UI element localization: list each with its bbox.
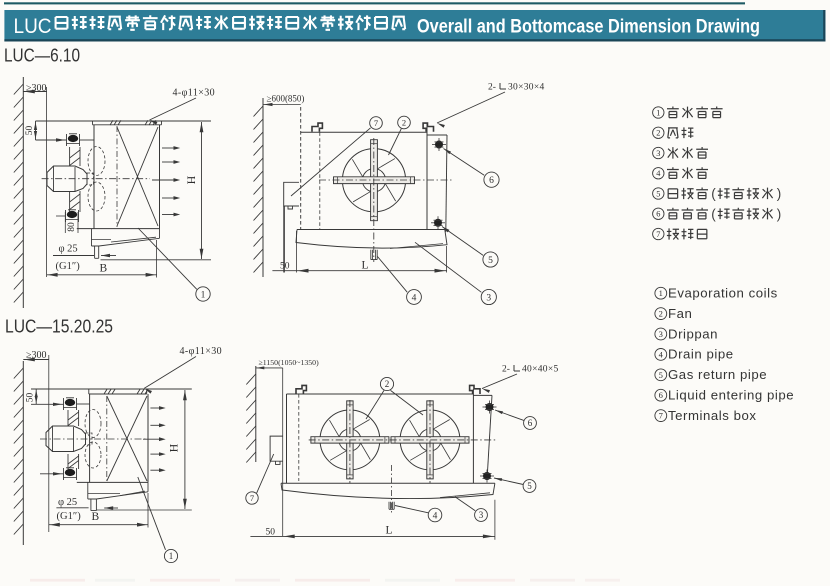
svg-text:3: 3 <box>479 510 484 520</box>
svg-text:4: 4 <box>659 349 664 359</box>
svg-text:7: 7 <box>374 118 378 128</box>
svg-text:5: 5 <box>488 256 493 266</box>
svg-text:3: 3 <box>659 329 663 339</box>
svg-text:7: 7 <box>659 411 663 421</box>
svg-text:40×40×5: 40×40×5 <box>522 365 559 375</box>
svg-text:≥300: ≥300 <box>26 350 47 361</box>
svg-text:≥1150(1050~1350): ≥1150(1050~1350) <box>259 358 320 367</box>
svg-text:Fan: Fan <box>668 306 692 321</box>
svg-text:4-φ11×30: 4-φ11×30 <box>173 88 216 99</box>
svg-text:Terminals box: Terminals box <box>668 408 757 423</box>
svg-text:6: 6 <box>659 390 663 400</box>
svg-text:H: H <box>166 443 180 452</box>
svg-text:2-: 2- <box>488 83 496 93</box>
svg-text:2: 2 <box>659 309 663 319</box>
svg-text:): ) <box>777 186 782 201</box>
svg-text:2: 2 <box>385 379 390 389</box>
svg-text:5: 5 <box>659 370 663 380</box>
svg-text:30×30×4: 30×30×4 <box>508 83 545 93</box>
svg-text:L: L <box>386 525 393 537</box>
svg-text:(: ( <box>711 206 716 221</box>
svg-text:50: 50 <box>266 528 276 538</box>
svg-text:5: 5 <box>527 481 532 491</box>
svg-text:Drippan: Drippan <box>668 326 718 341</box>
svg-text:50: 50 <box>280 261 290 271</box>
svg-text:6: 6 <box>528 418 533 428</box>
svg-text:H: H <box>184 175 198 184</box>
svg-text:LUC: LUC <box>14 14 52 38</box>
svg-text:4: 4 <box>412 293 417 303</box>
svg-text:(G1″): (G1″) <box>57 511 82 522</box>
svg-text:6: 6 <box>489 176 494 186</box>
svg-text:Overall and Bottomcase Dimensi: Overall and Bottomcase Dimension Drawing <box>417 16 760 37</box>
svg-text:φ 25: φ 25 <box>59 244 78 255</box>
svg-text:Evaporation coils: Evaporation coils <box>668 286 778 301</box>
svg-text:4: 4 <box>433 511 438 521</box>
svg-text:4-φ11×30: 4-φ11×30 <box>180 346 223 357</box>
svg-text:(G1″): (G1″) <box>56 261 81 272</box>
svg-text:Drain pipe: Drain pipe <box>668 347 734 362</box>
svg-text:1: 1 <box>169 551 174 561</box>
svg-text:≥300: ≥300 <box>26 83 47 94</box>
svg-text:≥600(850): ≥600(850) <box>267 94 305 104</box>
svg-text:Liquid entering pipe: Liquid entering pipe <box>668 388 794 403</box>
svg-text:LUC—6.10: LUC—6.10 <box>4 45 80 66</box>
svg-text:Gas return pipe: Gas return pipe <box>668 367 767 382</box>
svg-text:2-: 2- <box>502 365 510 375</box>
svg-text:1: 1 <box>201 290 206 300</box>
svg-text:7: 7 <box>250 493 254 503</box>
svg-text:7: 7 <box>656 230 660 239</box>
svg-text:L: L <box>362 259 369 271</box>
svg-text:B: B <box>92 511 100 523</box>
svg-text:50: 50 <box>26 393 36 403</box>
svg-text:φ 25: φ 25 <box>58 497 77 508</box>
svg-text:2: 2 <box>656 129 660 138</box>
svg-text:3: 3 <box>656 149 660 158</box>
svg-text:): ) <box>777 206 782 221</box>
svg-text:50: 50 <box>25 126 35 136</box>
svg-text:B: B <box>100 263 108 275</box>
svg-text:5: 5 <box>656 189 660 198</box>
svg-text:(: ( <box>711 186 716 201</box>
svg-text:2: 2 <box>402 117 406 127</box>
svg-text:3: 3 <box>486 293 491 303</box>
svg-text:6: 6 <box>656 210 660 219</box>
svg-text:LUC—15.20.25: LUC—15.20.25 <box>5 316 113 337</box>
svg-text:4: 4 <box>656 169 661 178</box>
svg-text:1: 1 <box>659 288 663 298</box>
svg-text:80: 80 <box>67 222 77 232</box>
svg-text:1: 1 <box>656 108 660 117</box>
